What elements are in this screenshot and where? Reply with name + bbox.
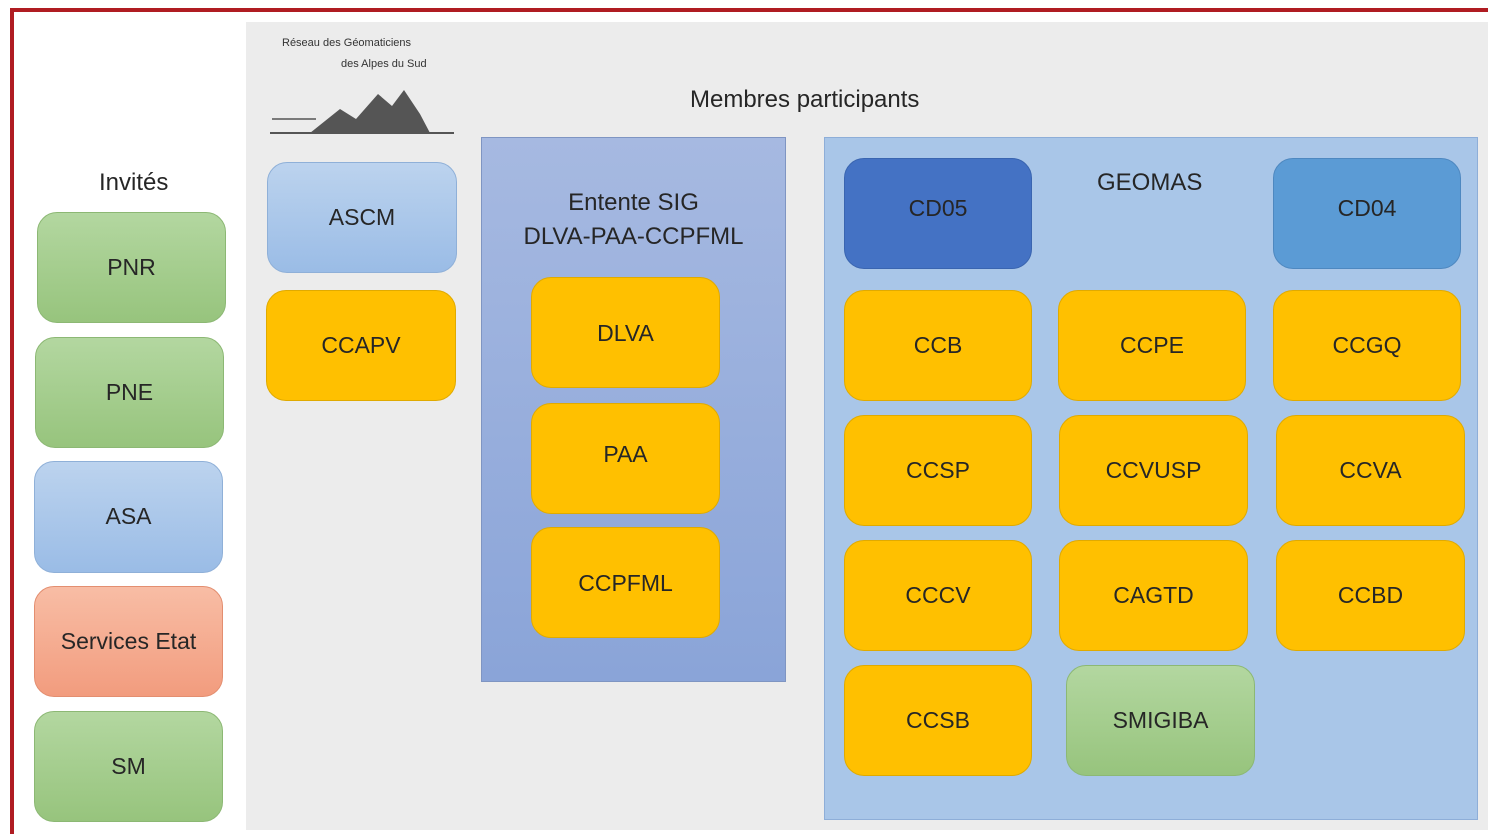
geomas-box-cd04: CD04: [1273, 158, 1461, 269]
geomas-box-ccva: CCVA: [1276, 415, 1465, 526]
invite-box-asa: ASA: [34, 461, 223, 573]
logo-text-line2: des Alpes du Sud: [341, 58, 427, 70]
invite-box-pnr: PNR: [37, 212, 226, 323]
entente-title-line2: DLVA-PAA-CCPFML: [523, 223, 744, 250]
entente-title: Entente SIG DLVA-PAA-CCPFML: [481, 186, 786, 254]
page-title: Membres participants: [690, 86, 920, 113]
member-box-ascm: ASCM: [267, 162, 457, 273]
geomas-box-cagtd: CAGTD: [1059, 540, 1248, 651]
entente-box-paa: PAA: [531, 403, 720, 514]
geomas-box-cccv: CCCV: [844, 540, 1032, 651]
geomas-box-ccvusp: CCVUSP: [1059, 415, 1248, 526]
invites-title: Invités: [99, 169, 169, 196]
geomas-box-ccpe: CCPE: [1058, 290, 1246, 401]
geomas-box-ccsb: CCSB: [844, 665, 1032, 776]
invite-box-pne: PNE: [35, 337, 224, 448]
geomas-box-cd05: CD05: [844, 158, 1032, 269]
member-box-ccapv: CCAPV: [266, 290, 456, 401]
geomas-box-ccbd: CCBD: [1276, 540, 1465, 651]
geomas-box-ccgq: CCGQ: [1273, 290, 1461, 401]
geomas-box-smigiba: SMIGIBA: [1066, 665, 1255, 776]
invite-box-services-etat: Services Etat: [34, 586, 223, 697]
geomas-box-ccb: CCB: [844, 290, 1032, 401]
entente-box-dlva: DLVA: [531, 277, 720, 388]
entente-box-ccpfml: CCPFML: [531, 527, 720, 638]
geomas-title: GEOMAS: [1097, 169, 1203, 196]
entente-title-line1: Entente SIG: [568, 189, 699, 216]
mountain-logo-icon: [270, 90, 454, 134]
geomas-box-ccsp: CCSP: [844, 415, 1032, 526]
invite-box-sm: SM: [34, 711, 223, 822]
logo-text-line1: Réseau des Géomaticiens: [282, 37, 412, 49]
